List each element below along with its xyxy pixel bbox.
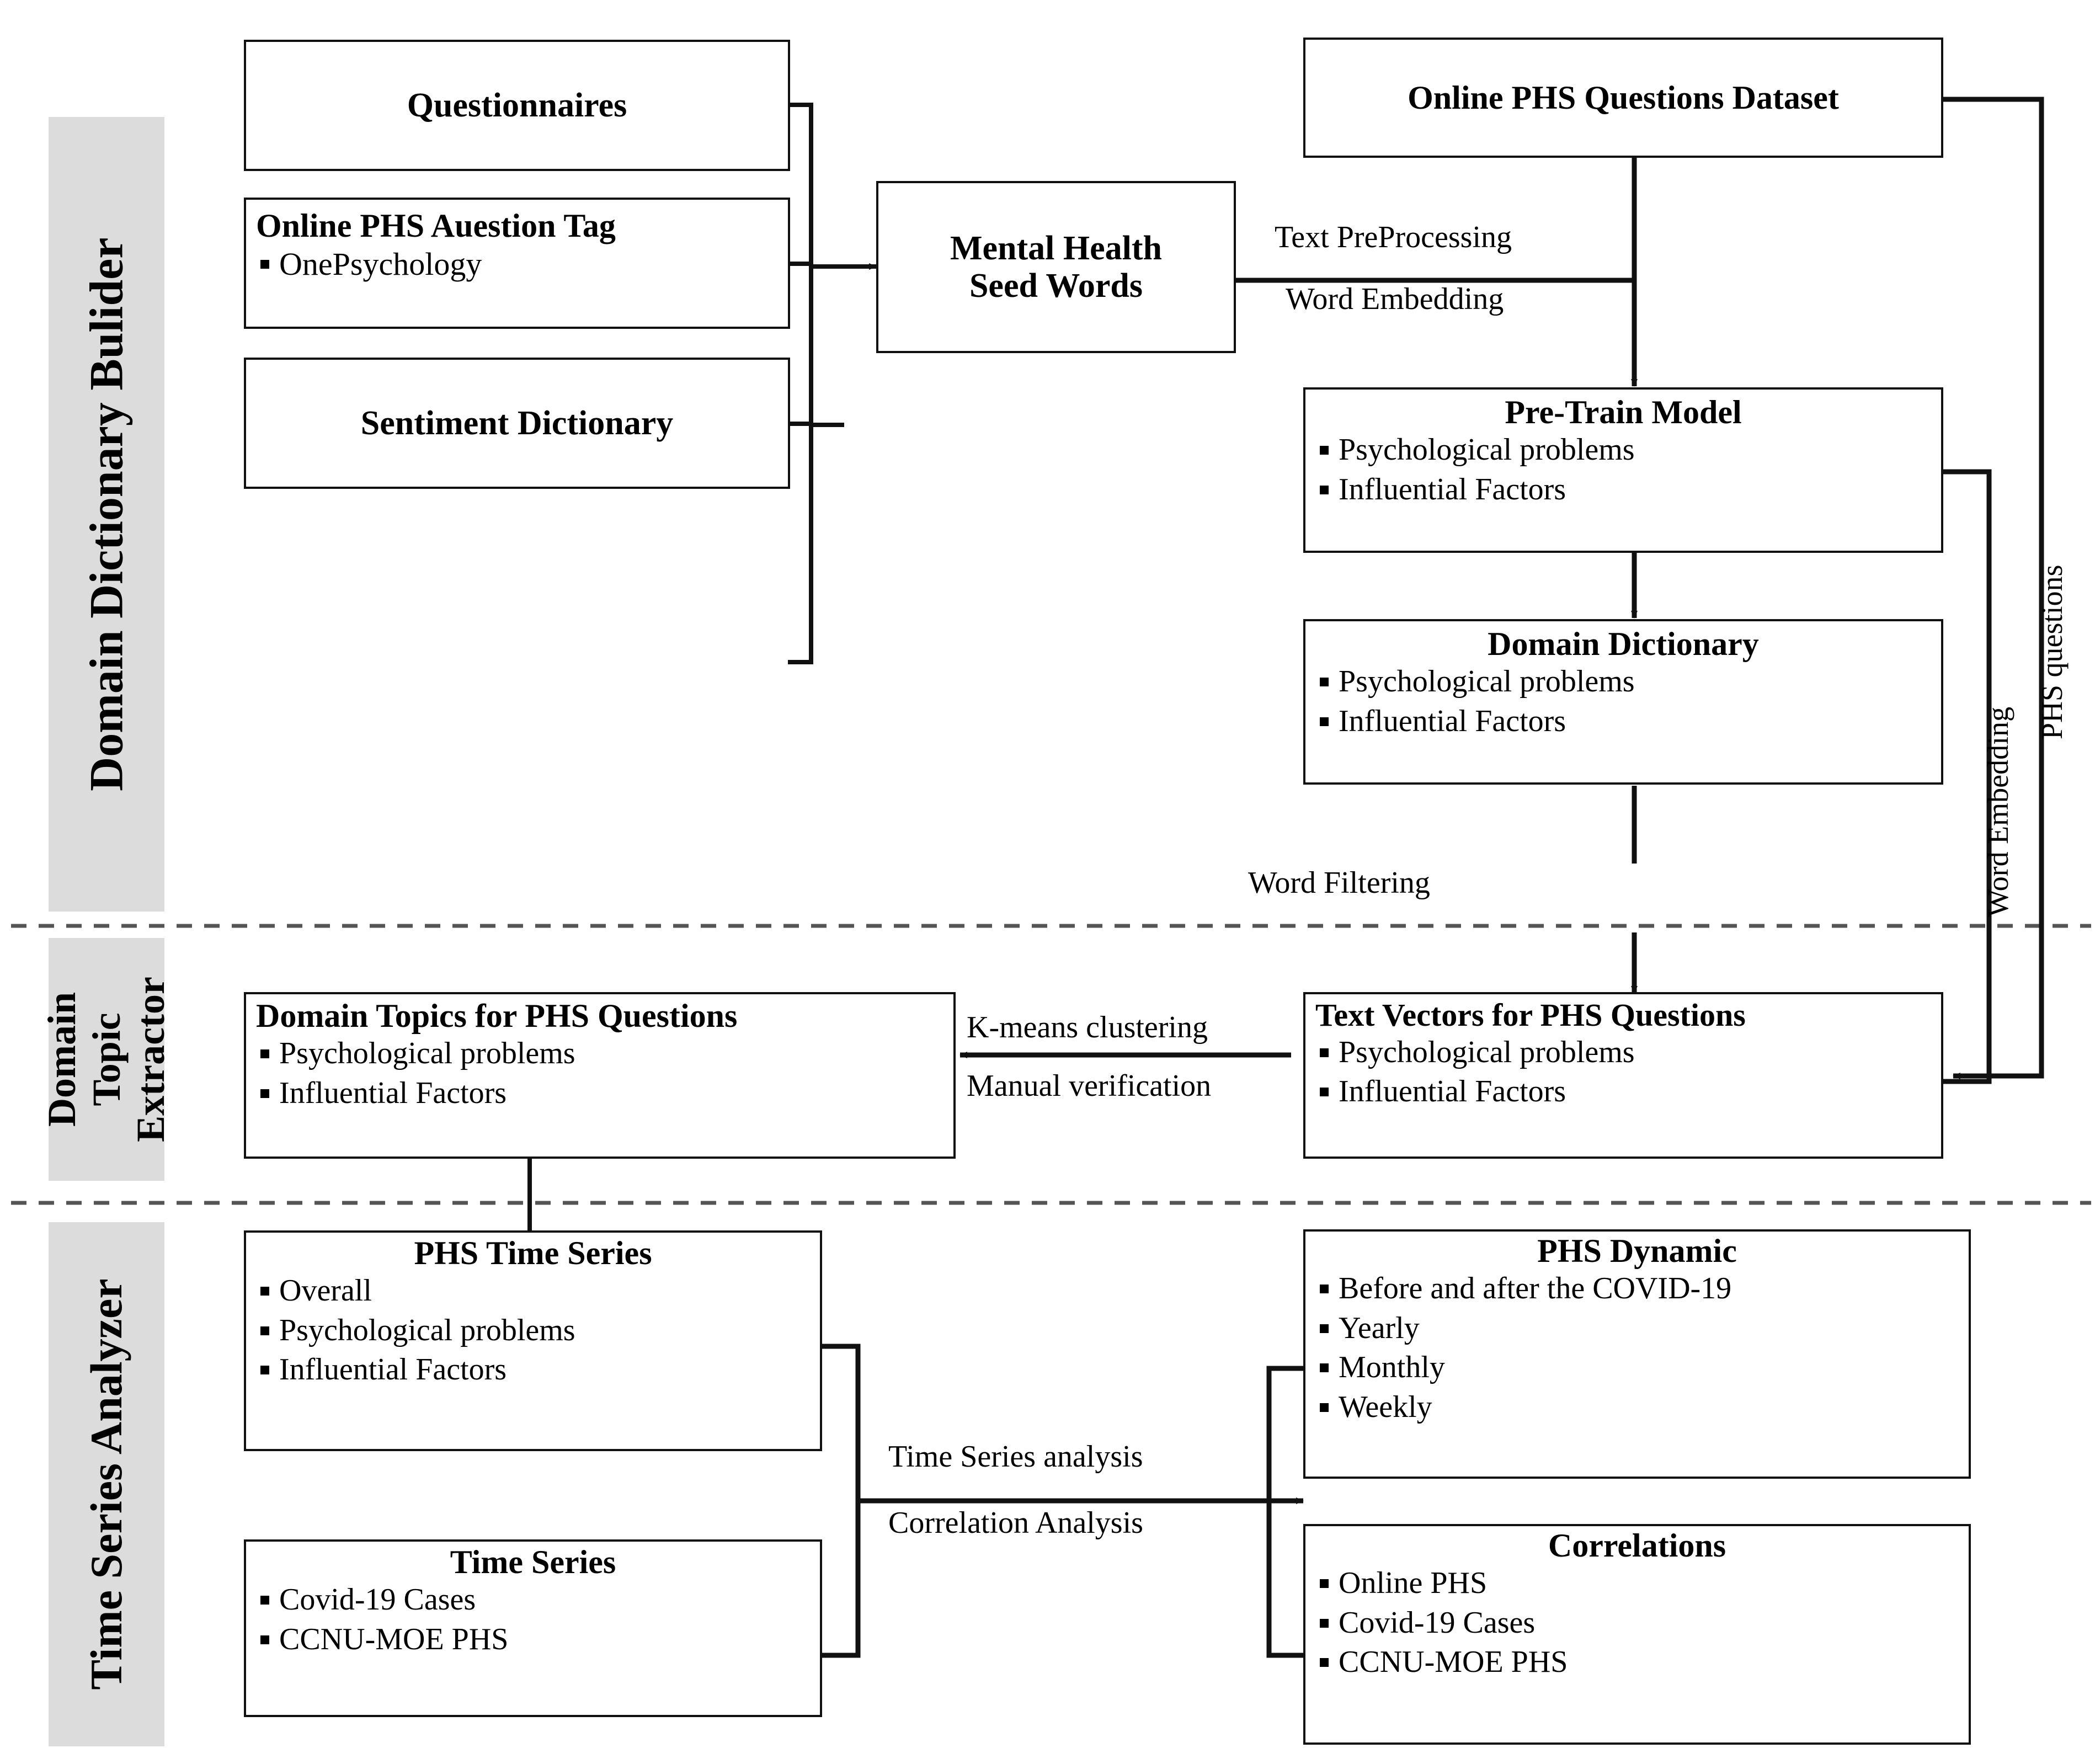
wire-left-sources-to-seedwords xyxy=(788,103,844,664)
box-items-text-vectors-for-phs-questions: Psychological problems Influential Facto… xyxy=(1315,1033,1931,1112)
box-title-mental-health-seed-words-line1: Mental Health xyxy=(950,229,1162,267)
list-item: Psychological problems xyxy=(1315,1033,1931,1073)
box-title-correlations: Correlations xyxy=(1548,1527,1726,1564)
list-item: Overall xyxy=(256,1271,810,1311)
edge-label-text-preprocessing: Text PreProcessing xyxy=(1275,220,1512,254)
box-title-text-vectors-for-phs-questions: Text Vectors for PHS Questions xyxy=(1315,997,1746,1033)
box-title-time-series: Time Series xyxy=(450,1544,616,1580)
list-item: Psychological problems xyxy=(256,1034,943,1074)
box-title-sentiment-dictionary: Sentiment Dictionary xyxy=(360,404,674,442)
list-item: Psychological problems xyxy=(1315,430,1931,470)
edge-label-manual-verification: Manual verification xyxy=(967,1069,1212,1103)
band-label-domain-dictionary-builder: Domain Dictionary Bulider xyxy=(79,237,133,791)
box-phs-dynamic[interactable]: PHS Dynamic Before and after the COVID-1… xyxy=(1303,1229,1971,1479)
edge-label-word-filtering: Word Filtering xyxy=(1248,866,1430,900)
box-sentiment-dictionary[interactable]: Sentiment Dictionary xyxy=(244,358,790,489)
band-domain-dictionary-builder: Domain Dictionary Bulider xyxy=(49,117,164,912)
box-title-pre-train-model: Pre-Train Model xyxy=(1505,394,1742,430)
band-label-time-series-analyzer: Time Series Analyzer xyxy=(81,1278,132,1690)
edge-label-kmeans-clustering: K-means clustering xyxy=(967,1010,1208,1044)
box-questionnaires[interactable]: Questionnaires xyxy=(244,40,790,171)
box-title-domain-dictionary: Domain Dictionary xyxy=(1488,626,1759,662)
wire-dataset-to-phsquestions xyxy=(1942,97,2044,1079)
box-title-online-phs-questions-dataset: Online PHS Questions Dataset xyxy=(1408,79,1839,116)
edge-label-phs-questions-side: PHS questions xyxy=(2035,564,2069,739)
box-domain-dictionary[interactable]: Domain Dictionary Psychological problems… xyxy=(1303,619,1943,785)
list-item: Influential Factors xyxy=(1315,1072,1931,1112)
list-item: Influential Factors xyxy=(1315,702,1931,742)
box-phs-time-series[interactable]: PHS Time Series Overall Psychological pr… xyxy=(244,1230,822,1451)
box-items-online-phs-auestion-tag: OnePsychology xyxy=(256,244,778,285)
box-items-domain-topics-for-phs-questions: Psychological problems Influential Facto… xyxy=(256,1034,943,1113)
box-items-domain-dictionary: Psychological problems Influential Facto… xyxy=(1315,662,1931,741)
list-item: Influential Factors xyxy=(256,1350,810,1390)
box-mental-health-seed-words[interactable]: Mental Health Seed Words xyxy=(876,181,1236,353)
band-domain-topic-extractor: Domain Topic Extractor xyxy=(40,938,173,1181)
box-items-correlations: Online PHS Covid-19 Cases CCNU-MOE PHS xyxy=(1315,1564,1959,1682)
box-online-phs-auestion-tag[interactable]: Online PHS Auestion Tag OnePsychology xyxy=(244,198,790,329)
edge-label-word-embedding-side: Word Embedding xyxy=(1981,706,2014,917)
box-items-pre-train-model: Psychological problems Influential Facto… xyxy=(1315,430,1931,509)
list-item: OnePsychology xyxy=(256,244,778,285)
wire-bottomright-bracket xyxy=(1266,1366,1303,1658)
list-item: Influential Factors xyxy=(1315,470,1931,510)
edge-label-correlation-analysis: Correlation Analysis xyxy=(888,1506,1143,1540)
box-title-phs-dynamic: PHS Dynamic xyxy=(1537,1233,1737,1269)
edge-label-time-series-analysis: Time Series analysis xyxy=(888,1440,1143,1474)
list-item: Influential Factors xyxy=(256,1074,943,1113)
list-item: Psychological problems xyxy=(1315,662,1931,702)
list-item: Covid-19 Cases xyxy=(256,1580,810,1620)
box-title-online-phs-auestion-tag: Online PHS Auestion Tag xyxy=(256,207,616,244)
box-title-questionnaires: Questionnaires xyxy=(407,86,627,124)
box-items-time-series: Covid-19 Cases CCNU-MOE PHS xyxy=(256,1580,810,1659)
wire-bottomleft-bracket xyxy=(822,1344,861,1658)
box-items-phs-time-series: Overall Psychological problems Influenti… xyxy=(256,1271,810,1390)
box-title-domain-topics-for-phs-questions: Domain Topics for PHS Questions xyxy=(256,998,738,1034)
box-online-phs-questions-dataset[interactable]: Online PHS Questions Dataset xyxy=(1303,38,1943,158)
list-item: Covid-19 Cases xyxy=(1315,1603,1959,1643)
list-item: CCNU-MOE PHS xyxy=(1315,1643,1959,1682)
list-item: Before and after the COVID-19 xyxy=(1315,1269,1959,1309)
box-pre-train-model[interactable]: Pre-Train Model Psychological problems I… xyxy=(1303,387,1943,553)
band-label-domain-topic-extractor: Domain Topic Extractor xyxy=(40,977,173,1142)
box-correlations[interactable]: Correlations Online PHS Covid-19 Cases C… xyxy=(1303,1524,1971,1745)
list-item: Yearly xyxy=(1315,1309,1959,1349)
list-item: CCNU-MOE PHS xyxy=(256,1620,810,1660)
box-time-series[interactable]: Time Series Covid-19 Cases CCNU-MOE PHS xyxy=(244,1539,822,1717)
band-time-series-analyzer: Time Series Analyzer xyxy=(49,1222,164,1746)
edge-label-word-embedding-top: Word Embedding xyxy=(1286,282,1504,316)
box-text-vectors-for-phs-questions[interactable]: Text Vectors for PHS Questions Psycholog… xyxy=(1303,992,1943,1159)
list-item: Psychological problems xyxy=(256,1311,810,1351)
list-item: Monthly xyxy=(1315,1348,1959,1388)
list-item: Weekly xyxy=(1315,1388,1959,1427)
box-domain-topics-for-phs-questions[interactable]: Domain Topics for PHS Questions Psycholo… xyxy=(244,992,956,1159)
box-title-mental-health-seed-words-line2: Seed Words xyxy=(969,267,1143,305)
box-title-phs-time-series: PHS Time Series xyxy=(414,1235,652,1271)
box-items-phs-dynamic: Before and after the COVID-19 Yearly Mon… xyxy=(1315,1269,1959,1427)
list-item: Online PHS xyxy=(1315,1564,1959,1603)
